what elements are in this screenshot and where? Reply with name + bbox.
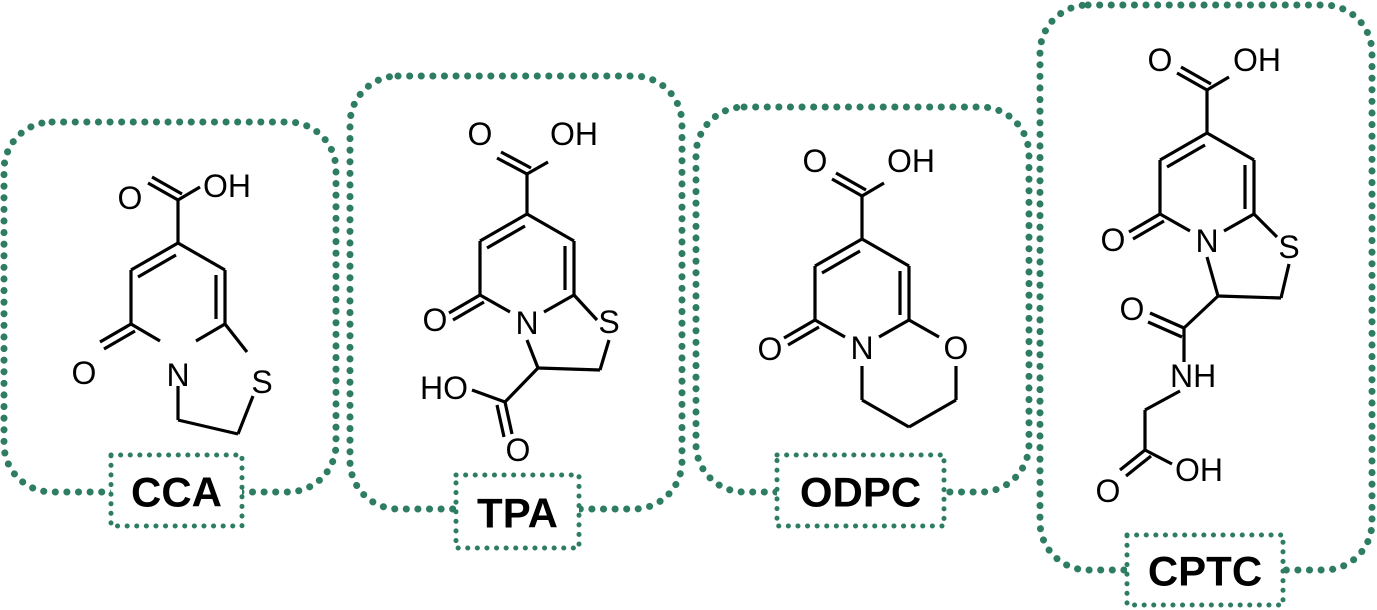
- cptc-atom-acid-o: O: [1096, 473, 1121, 509]
- cptc-atom-ring-o: O: [1101, 222, 1126, 258]
- cca-structure: O OH O N S: [72, 168, 273, 436]
- tpa-label: TPA: [477, 490, 558, 537]
- cptc-atom-acid-oh: OH: [1175, 452, 1223, 488]
- tpa-atom-s: S: [598, 304, 619, 340]
- cca-atom-hydroxyl: OH: [203, 168, 251, 204]
- cca-atom-carbonyl-o: O: [118, 180, 143, 216]
- cca-label-frame: [108, 452, 245, 529]
- cptc-atom-hydroxyl: OH: [1233, 42, 1281, 78]
- compound-cca: O OH O N S CCA: [0, 118, 340, 529]
- odpc-atom-ring-hetero-o: O: [944, 330, 969, 366]
- cca-atom-ring-o: O: [72, 355, 97, 391]
- odpc-atom-ring-o: O: [758, 331, 783, 367]
- tpa-atom-carbonyl-o: O: [468, 116, 493, 152]
- cptc-structure: O OH O N S O NH O OH: [1096, 42, 1300, 509]
- cca-atom-n: N: [166, 357, 189, 393]
- cca-atom-s: S: [251, 364, 272, 400]
- compound-odpc: O OH O N O ODPC: [692, 103, 1033, 529]
- odpc-atom-carbonyl-o: O: [803, 143, 828, 179]
- odpc-frame: [692, 103, 1033, 496]
- cptc-label: CPTC: [1148, 548, 1262, 595]
- odpc-label: ODPC: [800, 469, 921, 516]
- compound-cptc: O OH O N S O NH O OH CPTC: [1036, 1, 1376, 608]
- tpa-structure: O OH O N S HO O: [420, 116, 620, 468]
- cptc-atom-amide-o: O: [1120, 291, 1145, 327]
- tpa-label-frame: [453, 472, 582, 551]
- tpa-atom-acid-o: O: [506, 432, 531, 468]
- odpc-structure: O OH O N O: [758, 143, 969, 429]
- odpc-atom-hydroxyl: OH: [887, 143, 935, 179]
- cptc-atom-carbonyl-o: O: [1148, 42, 1173, 78]
- tpa-atom-n: N: [515, 305, 538, 341]
- compound-tpa: O OH O N S HO O TPA: [346, 72, 686, 551]
- cptc-label-frame: [1124, 532, 1286, 608]
- cptc-atom-s: S: [1278, 229, 1299, 265]
- cca-frame: [0, 118, 340, 496]
- cca-label: CCA: [131, 469, 222, 516]
- tpa-atom-ring-o: O: [423, 302, 448, 338]
- cptc-atom-amide-nh: NH: [1170, 358, 1216, 394]
- odpc-label-frame: [774, 452, 947, 529]
- tpa-atom-hydroxyl: OH: [550, 116, 598, 152]
- tpa-frame: [346, 72, 686, 513]
- cptc-atom-n: N: [1195, 223, 1218, 259]
- tpa-atom-acid-oh: HO: [420, 370, 468, 406]
- odpc-atom-n: N: [850, 330, 873, 366]
